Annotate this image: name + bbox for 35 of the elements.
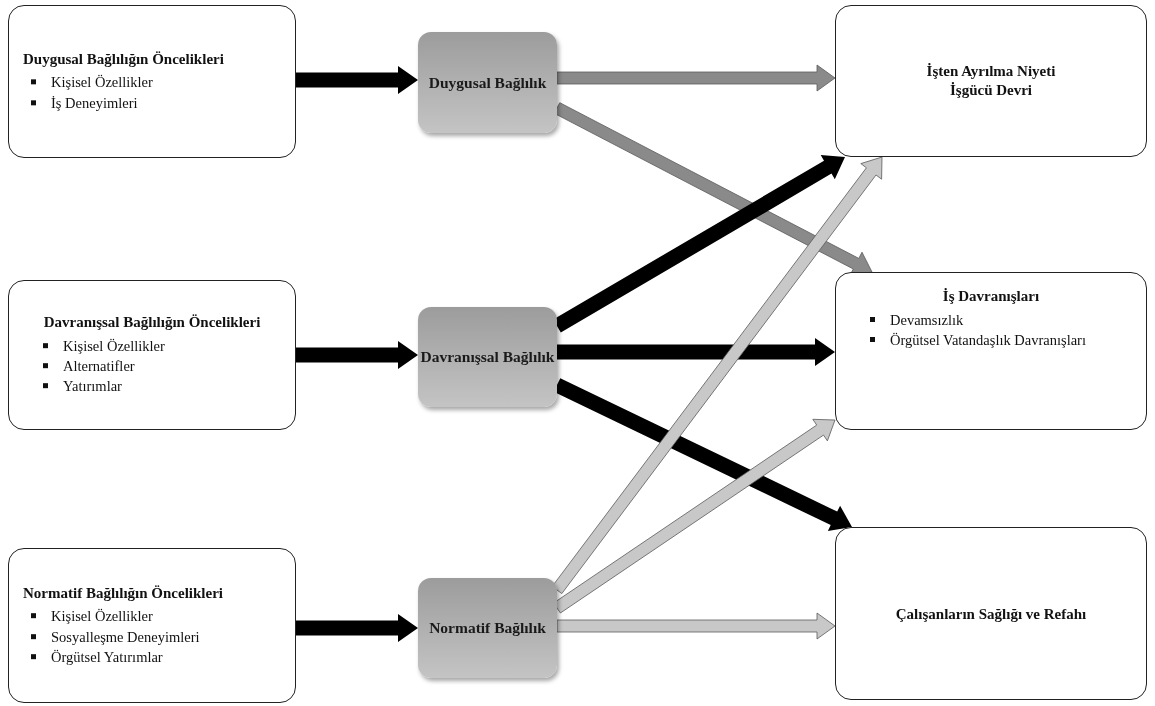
block-arrow [296,341,418,369]
commitment-label: Duygusal Bağlılık [428,73,547,92]
block-arrow [557,338,835,366]
bullet-item: Kişisel Özellikler [27,72,281,93]
block-arrow [556,64,836,92]
commitment-box [418,307,557,407]
outcome-box [835,527,1147,700]
box-heading: İş Davranışları [941,287,1041,306]
antecedent-box [8,5,296,158]
bullet-item: Yatırımlar [39,376,281,397]
commitment-label: Davranışsal Bağlılık [420,348,555,366]
antecedent-box [835,272,1147,430]
box-heading: İşgücü Devri [948,81,1034,100]
bullet-item: Kişisel Özellikler [27,606,281,627]
bullet-item: İş Deneyimleri [27,92,281,114]
commitment-box [418,32,557,133]
bullet-item: Kişisel Özellikler [39,335,281,357]
outcome-box [835,5,1147,157]
bullet-item: Devamsızlık [866,309,1132,331]
box-heading: İşten Ayrılma Niyeti [925,62,1057,81]
bullet-item: Sosyalleşme Deneyimleri [27,626,281,647]
box-heading: Normatif Bağlılığın Öncelikleri [23,583,224,603]
bullet-item: Alternatifler [39,356,281,377]
bullet-item: Örgütsel Yatırımlar [27,647,281,668]
block-arrow [296,614,418,642]
box-heading: Duygusal Bağlılığın Öncelikleri [23,49,225,69]
commitment-label: Normatif Bağlılık [429,619,546,637]
commitment-box [418,578,557,678]
antecedent-box [8,280,296,430]
box-heading: Çalışanların Sağlığı ve Refahı [894,604,1088,623]
box-heading: Davranışsal Bağlılığın Öncelikleri [42,313,262,332]
block-arrow [296,66,418,94]
antecedent-box [8,548,296,703]
bullet-item: Örgütsel Vatandaşlık Davranışları [866,330,1132,351]
block-arrow [556,612,836,640]
